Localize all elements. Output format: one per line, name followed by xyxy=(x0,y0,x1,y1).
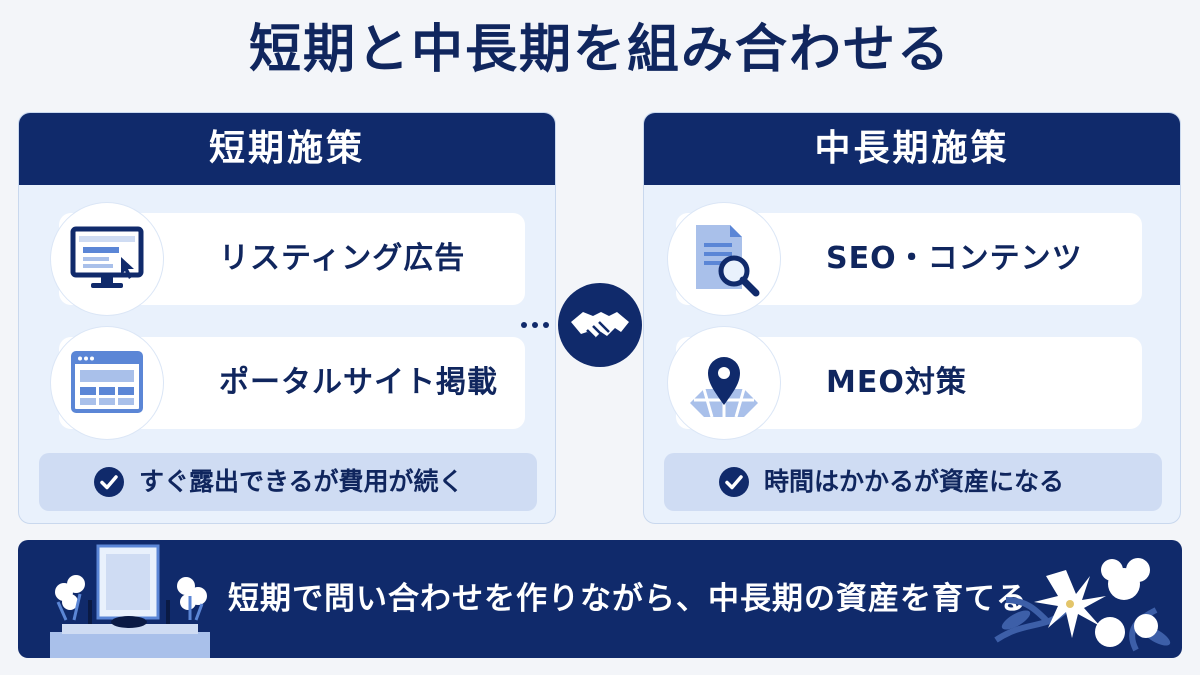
altar-icon xyxy=(50,544,210,658)
meo-card: MEO対策 xyxy=(668,327,1142,439)
listing-ads-label: リスティング広告 xyxy=(219,241,466,276)
check-circle-icon xyxy=(719,467,749,497)
portal-site-card: ポータルサイト掲載 xyxy=(51,327,525,439)
seo-content-label: SEO・コンテンツ xyxy=(826,241,1083,276)
summary-text: 短期で問い合わせを作りながら、中長期の資産を育てる xyxy=(228,581,1028,617)
short-term-note-text: すぐ露出できるが費用が続く xyxy=(139,467,464,496)
short-term-header: 短期施策 xyxy=(19,113,555,185)
listing-ads-card: リスティング広告 xyxy=(51,203,525,315)
monitor-cursor-icon xyxy=(51,203,163,315)
seo-content-card: SEO・コンテンツ xyxy=(668,203,1142,315)
page-title: 短期と中長期を組み合わせる xyxy=(248,20,951,80)
mid-long-term-note: 時間はかかるが資産になる xyxy=(664,453,1162,511)
handshake-icon xyxy=(558,283,642,367)
short-term-note: すぐ露出できるが費用が続く xyxy=(39,453,537,511)
short-term-panel: 短期施策 リスティング広告 xyxy=(18,112,556,524)
meo-label: MEO対策 xyxy=(826,365,967,400)
check-circle-icon xyxy=(94,467,124,497)
summary-banner: 短期で問い合わせを作りながら、中長期の資産を育てる xyxy=(18,540,1182,658)
map-pin-icon xyxy=(668,327,780,439)
browser-window-icon xyxy=(51,327,163,439)
mid-long-term-header: 中長期施策 xyxy=(644,113,1180,185)
lily-flowers-icon xyxy=(994,558,1171,652)
document-magnifier-icon xyxy=(668,203,780,315)
portal-site-label: ポータルサイト掲載 xyxy=(219,365,498,400)
mid-long-term-panel: 中長期施策 SEO・コンテンツ MEO対策 xyxy=(643,112,1181,524)
connector-dots-left xyxy=(521,322,549,328)
mid-long-term-note-text: 時間はかかるが資産になる xyxy=(764,467,1065,496)
